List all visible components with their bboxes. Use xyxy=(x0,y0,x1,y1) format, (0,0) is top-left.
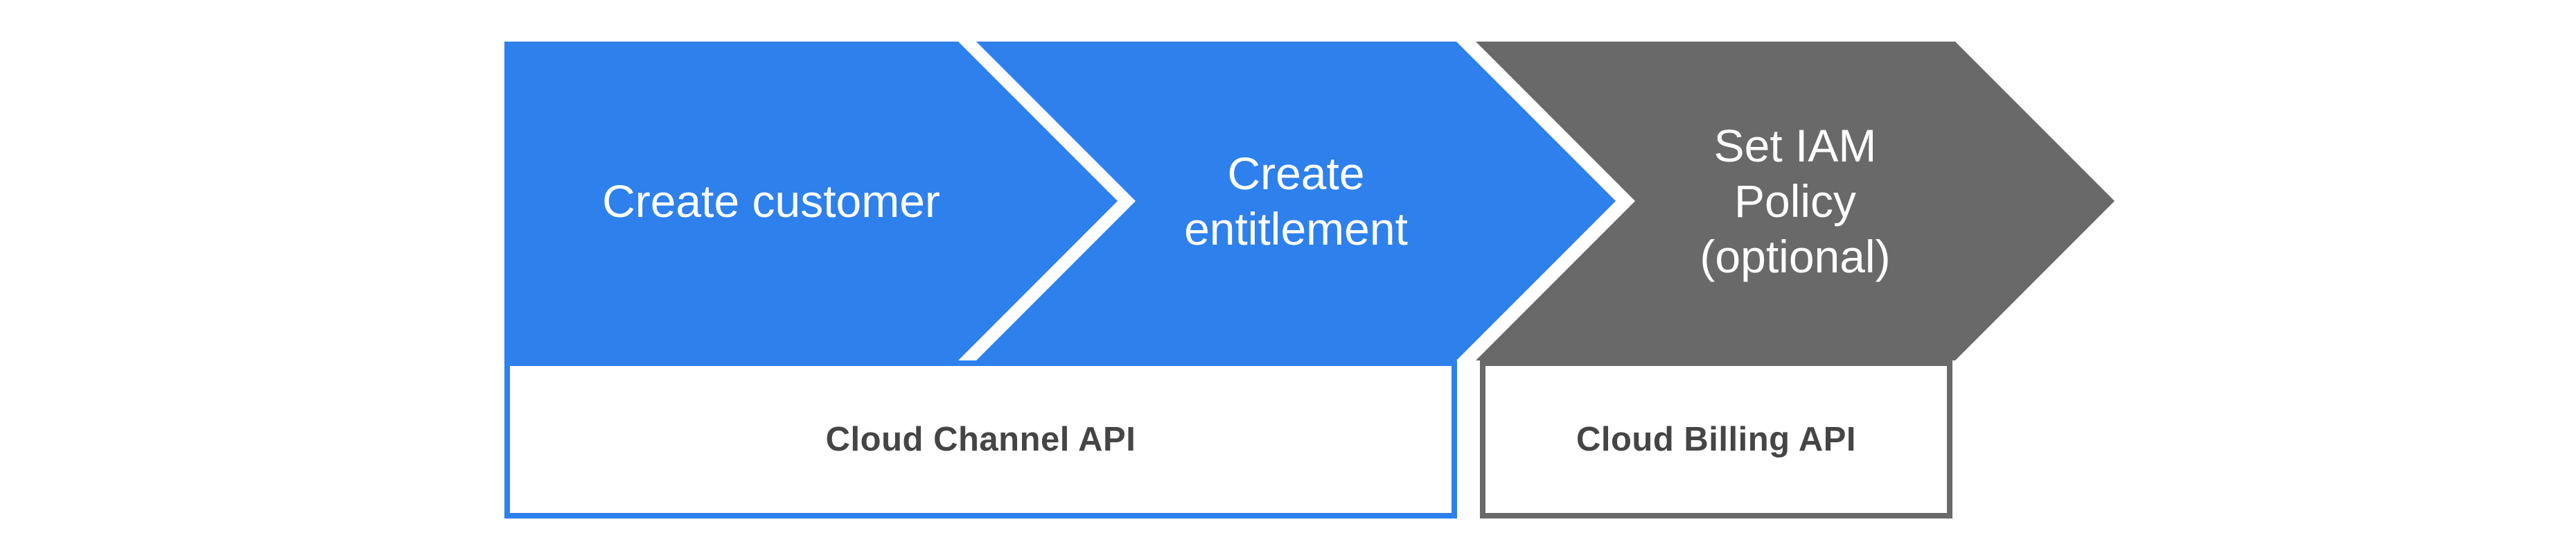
chevron-set-iam-policy: Set IAM Policy (optional) xyxy=(1476,42,2115,360)
chevron-create-customer-label: Create customer xyxy=(602,175,940,227)
api-box-cloud-billing-label: Cloud Billing API xyxy=(1576,421,1857,458)
chevron-create-entitlement-label: Create entitlement xyxy=(1184,148,1408,254)
chevron-create-entitlement: Create entitlement xyxy=(976,42,1616,360)
api-box-cloud-billing: Cloud Billing API xyxy=(1480,360,1952,518)
api-box-cloud-channel: Cloud Channel API xyxy=(504,360,1457,518)
api-box-cloud-channel-label: Cloud Channel API xyxy=(825,421,1136,458)
chevron-set-iam-policy-label: Set IAM Policy (optional) xyxy=(1700,120,1891,282)
